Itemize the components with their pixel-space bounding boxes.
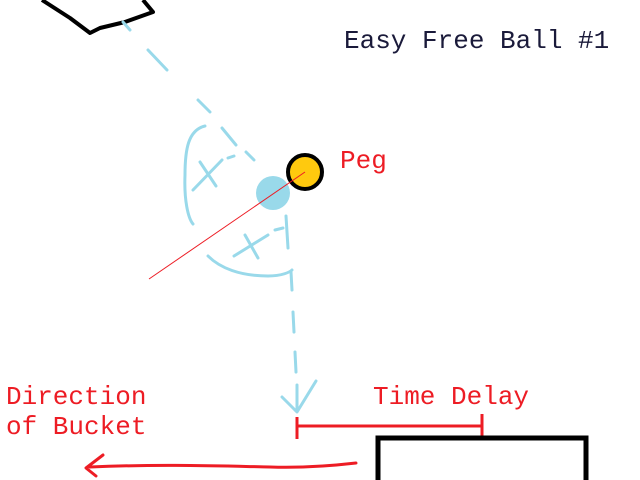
trajectory-lower (289, 270, 299, 412)
direction-label-line2: of Bucket (6, 412, 147, 442)
diagram-title: Easy Free Ball #1 (344, 26, 610, 56)
trajectory-upper (121, 20, 256, 162)
deflection-curve-lower (206, 254, 294, 278)
launcher-box (40, 0, 155, 35)
direction-label-line1: Direction (6, 382, 147, 412)
free-ball (256, 176, 290, 210)
trajectory-arrowhead (280, 379, 318, 414)
deflection-curve-upper (183, 124, 207, 226)
aim-line (148, 171, 306, 280)
direction-arrowhead (84, 453, 105, 478)
cross-mark-upper (191, 154, 236, 192)
time-delay-label: Time Delay (373, 382, 530, 412)
peg-label: Peg (340, 146, 387, 176)
cross-mark-lower (232, 214, 290, 260)
bucket (375, 435, 589, 480)
time-delay-bracket (295, 414, 484, 439)
direction-arrow (88, 461, 358, 469)
